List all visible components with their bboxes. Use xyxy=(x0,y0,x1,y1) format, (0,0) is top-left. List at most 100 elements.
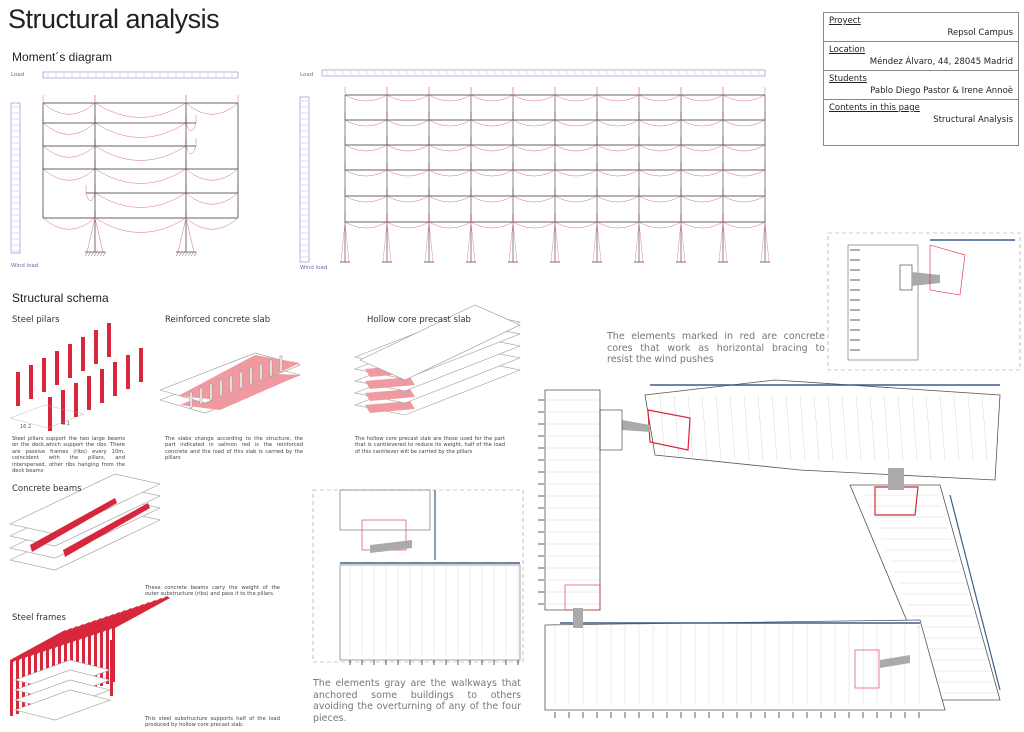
moment-curve xyxy=(680,188,724,203)
rib xyxy=(981,394,988,461)
steel-frame-leg xyxy=(112,626,115,682)
steel-pillar xyxy=(42,358,46,392)
moment-curve xyxy=(94,115,187,138)
plan-wing xyxy=(339,489,431,531)
plan-wing-west xyxy=(544,389,601,611)
walkway xyxy=(573,608,583,628)
moment-curve xyxy=(386,87,430,102)
moment-curve xyxy=(512,87,556,102)
rib xyxy=(855,394,862,461)
moment-curve xyxy=(554,162,598,177)
steel-pillar xyxy=(100,369,104,403)
moment-curve xyxy=(554,137,598,152)
walkway xyxy=(888,468,904,490)
steel-frame-leg xyxy=(100,630,103,686)
moment-curve xyxy=(638,188,682,203)
pillar-stub xyxy=(209,383,213,401)
moment-curve xyxy=(554,87,598,102)
pillar-stub xyxy=(249,367,253,385)
moment-curve xyxy=(680,87,724,102)
steel-pillar xyxy=(74,383,78,417)
core xyxy=(599,409,623,451)
dim-b: 8.1 xyxy=(62,421,70,427)
rib xyxy=(701,394,708,461)
steel-pillar xyxy=(113,362,117,396)
pillars-title: Steel pilars xyxy=(12,315,60,325)
moment-curve xyxy=(344,137,388,152)
steel-pillar xyxy=(61,390,65,424)
moment-curve xyxy=(722,112,766,127)
hatch xyxy=(175,251,180,257)
moment-curve xyxy=(424,221,434,263)
moment-curve xyxy=(550,221,560,263)
pillar-stub xyxy=(219,379,223,397)
moment-curve xyxy=(177,217,195,253)
steel-pillar xyxy=(16,372,20,406)
walkway xyxy=(370,540,412,553)
rc-slab-red xyxy=(178,355,300,400)
moment-curve xyxy=(638,214,682,229)
moment-curve xyxy=(512,214,556,229)
moment-curve xyxy=(94,161,187,184)
walkway xyxy=(622,420,650,432)
moment-curve xyxy=(554,188,598,203)
moment-curve xyxy=(344,87,388,102)
walkway xyxy=(912,272,940,286)
pillar-stub xyxy=(239,371,243,389)
rib xyxy=(715,394,722,461)
schema-heading: Structural schema xyxy=(12,291,109,305)
steel-frame-leg xyxy=(94,632,97,688)
steel-pillar xyxy=(68,344,72,378)
hatch xyxy=(178,251,183,257)
moment-curve xyxy=(94,210,187,233)
detail-box-2 xyxy=(827,232,1021,371)
hatch xyxy=(102,251,107,257)
hollow-text: The hollow core precast slab are those u… xyxy=(355,436,505,455)
moment-curve xyxy=(596,188,640,203)
pillar-stub xyxy=(199,387,203,405)
detail-box-1 xyxy=(312,489,524,663)
hatch xyxy=(87,251,92,257)
contents-label: Contents in this page xyxy=(829,103,920,113)
moment-curve xyxy=(554,214,598,229)
moment-curve xyxy=(386,214,430,229)
moment-curve xyxy=(722,137,766,152)
moment-curve xyxy=(94,138,187,161)
plan-wing xyxy=(847,244,919,361)
rib xyxy=(841,394,848,461)
rib xyxy=(869,394,876,461)
location-label: Location xyxy=(829,45,865,55)
plan-wing-north xyxy=(644,379,1001,481)
rib xyxy=(883,394,890,461)
rib xyxy=(911,394,918,461)
rib xyxy=(939,394,946,461)
moment-curve xyxy=(382,221,392,263)
rib xyxy=(687,394,694,461)
rib xyxy=(953,394,960,461)
moment-curve xyxy=(512,112,556,127)
hatch xyxy=(99,251,104,257)
load-bar xyxy=(42,71,239,79)
rib xyxy=(827,394,834,461)
moment-curve xyxy=(428,214,472,229)
students-value: Pablo Diego Pastor & Irene Annoè xyxy=(824,84,1018,100)
hatch xyxy=(184,251,189,257)
project-value: Repsol Campus xyxy=(824,26,1018,42)
moment-curve xyxy=(722,214,766,229)
beams-title: Concrete beams xyxy=(12,484,82,494)
hatch xyxy=(90,251,95,257)
moment-curve xyxy=(680,112,724,127)
beams-text: These concrete beams carry the weight of… xyxy=(145,585,280,598)
moment-curve xyxy=(638,162,682,177)
dim-outline xyxy=(9,404,85,429)
moment-curve xyxy=(386,112,430,127)
moment-curve xyxy=(428,112,472,127)
concrete-beam xyxy=(63,503,150,557)
plan-wing-south xyxy=(544,619,946,711)
hatch xyxy=(96,251,101,257)
frames-text: This steel substructure supports half of… xyxy=(145,716,280,729)
moment-curve xyxy=(340,221,350,263)
project-label: Proyect xyxy=(829,16,861,26)
plan-wing xyxy=(339,564,521,661)
